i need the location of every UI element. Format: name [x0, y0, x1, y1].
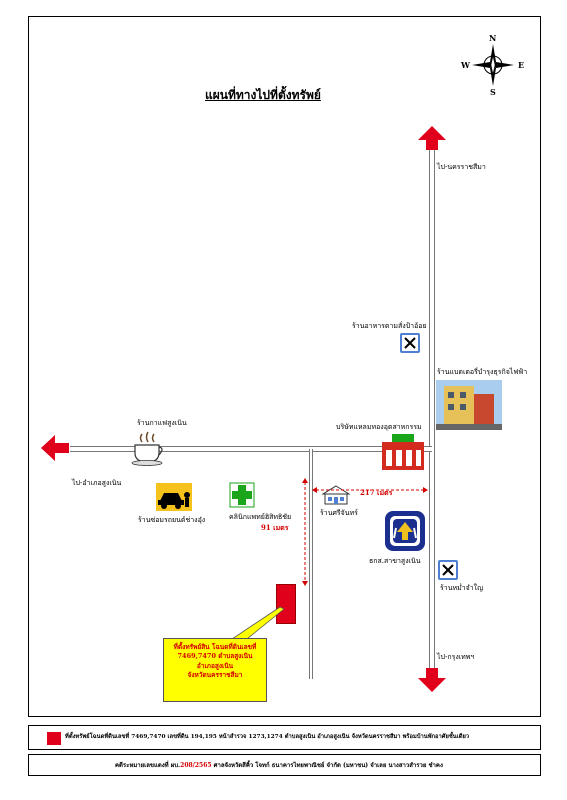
callout-line-2: 7469,7470 ตำบลสูงเนิน — [177, 652, 253, 661]
property-callout: ที่ตั้งทรัพย์สิน โฉนดที่ดินเลขที่ 7469,7… — [163, 638, 267, 702]
map-title: แผนที่ทางไปที่ตั้งทรัพย์ — [205, 88, 321, 102]
shop-building-icon — [380, 434, 426, 470]
coffee-cup-icon — [130, 430, 166, 466]
compass-n: N — [489, 33, 497, 43]
label-battery-shop: ร้านแบตเตอรี่บำรุงธุรกิจไฟฟ้า — [437, 368, 528, 376]
label-clinic: คลินิกแพทย์ฮิสิทธิชัย — [229, 513, 292, 521]
distance-217-line — [312, 480, 428, 493]
callout-line-4: จังหวัดนครราชสีมา — [187, 671, 243, 680]
footer-case-no: 208/2565 — [180, 762, 212, 769]
building-photo-icon — [436, 380, 502, 430]
label-to-bangkok: ไป-กรุงเทพฯ — [437, 653, 475, 661]
label-house-shop: ร้านศรีจันทร์ — [320, 509, 358, 517]
label-to-sungnoen: ไป-อำเภอสูงเนิน — [72, 479, 122, 487]
legend-red-square — [47, 732, 61, 745]
arrow-south-icon — [417, 667, 447, 693]
map-frame — [28, 16, 541, 717]
footer-suffix: ศาลจังหวัดสีคิ้ว โจทก์ ธนาคารไทยพาณิชย์ … — [211, 762, 443, 769]
car-repair-icon — [156, 483, 192, 511]
main-road-vertical — [429, 150, 435, 670]
footer-box: คดีระหมายเลขแดงที่ ผบ.208/2565 ศาลจังหวั… — [28, 754, 541, 776]
compass-e: E — [518, 60, 525, 70]
label-restaurant-2: ร้านหม่ำจำใญ — [440, 584, 484, 592]
callout-line-1: ที่ตั้งทรัพย์สิน โฉนดที่ดินเลขที่ — [173, 643, 257, 651]
label-91m: 91 เมตร — [261, 523, 289, 532]
legend-text: ที่ตั้งทรัพย์โฉนดที่ดินเลขที่ 7469,7470 … — [65, 734, 470, 740]
main-road-horizontal — [70, 446, 432, 452]
label-ice-factory: บริษัทแหลมทองอุตสาหกรรม — [336, 423, 422, 431]
footer-prefix: คดีระหมายเลขแดงที่ ผบ. — [115, 762, 181, 769]
arrow-west-icon — [40, 434, 70, 462]
side-road-vertical — [309, 449, 313, 679]
compass-rose-icon: N S W E — [458, 34, 528, 96]
label-food-noodle: ร้านอาหารตามสั่งป้าอ้อย — [352, 322, 427, 330]
property-marker — [276, 584, 296, 624]
label-bank: ธกส.สาขาสูงเนิน — [369, 557, 421, 565]
fork-knife-icon — [400, 333, 420, 353]
distance-91-line — [300, 478, 310, 586]
label-217m: 217 เมตร — [360, 488, 393, 497]
fork-knife-icon-2 — [438, 560, 458, 580]
legend-box: ที่ตั้งทรัพย์โฉนดที่ดินเลขที่ 7469,7470 … — [28, 725, 541, 750]
arrow-north-icon — [417, 125, 447, 151]
label-coffee: ร้านกาแฟสูงเนิน — [137, 419, 187, 427]
clinic-cross-icon — [229, 482, 255, 508]
label-to-nakhon: ไป-นครราชสีมา — [437, 163, 486, 171]
compass-w: W — [461, 60, 470, 70]
callout-line-3: อำเภอสูงเนิน — [196, 661, 234, 670]
label-car-repair: ร้านซ่อมรถยนต์ช่างอุ๋ง — [138, 516, 206, 524]
bank-logo-icon — [384, 510, 426, 552]
compass-s: S — [490, 87, 496, 97]
footer-text: คดีระหมายเลขแดงที่ ผบ.208/2565 ศาลจังหวั… — [115, 763, 443, 769]
